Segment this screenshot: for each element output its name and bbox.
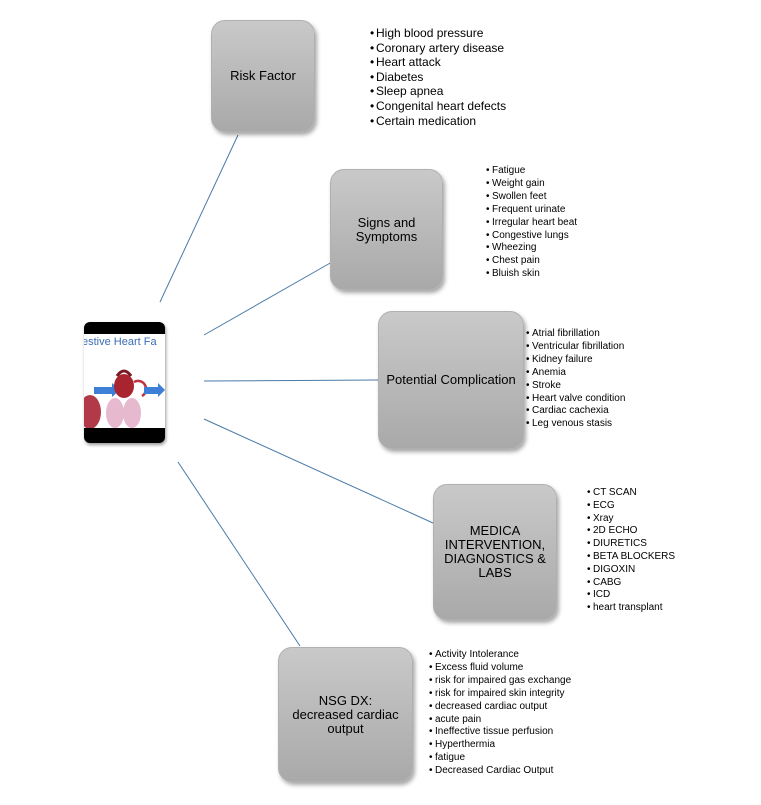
list-item: Ventricular fibrillation — [526, 341, 625, 354]
connector-signs — [203, 261, 333, 336]
list-item: Heart attack — [370, 55, 506, 70]
list-item: Coronary artery disease — [370, 41, 506, 56]
list-item: Frequent urinate — [486, 204, 577, 217]
list-item: 2D ECHO — [587, 525, 675, 538]
list-item: Wheezing — [486, 242, 577, 255]
list-item: High blood pressure — [370, 26, 506, 41]
nsg-dx-list: Activity Intolerance Excess fluid volume… — [429, 649, 571, 778]
list-item: CABG — [587, 577, 675, 590]
node-potential-complication: Potential Complication — [378, 311, 524, 449]
central-heart-image: estive Heart Fa — [84, 322, 165, 443]
list-item: Excess fluid volume — [429, 662, 571, 675]
list-item: Certain medication — [370, 114, 506, 129]
list-item: Irregular heart beat — [486, 217, 577, 230]
list-item: ICD — [587, 589, 675, 602]
list-item: acute pain — [429, 714, 571, 727]
list-item: Fatigue — [486, 165, 577, 178]
risk-factor-list: High blood pressure Coronary artery dise… — [370, 26, 506, 128]
signs-symptoms-list: Fatigue Weight gain Swollen feet Frequen… — [486, 165, 577, 281]
list-item: risk for impaired skin integrity — [429, 688, 571, 701]
list-item: Kidney failure — [526, 354, 625, 367]
list-item: Hyperthermia — [429, 739, 571, 752]
connector-nsg — [177, 461, 301, 647]
node-signs-symptoms: Signs and Symptoms — [330, 169, 443, 290]
list-item: CT SCAN — [587, 487, 675, 500]
list-item: Weight gain — [486, 178, 577, 191]
list-item: Atrial fibrillation — [526, 328, 625, 341]
list-item: decreased cardiac output — [429, 701, 571, 714]
list-item: BETA BLOCKERS — [587, 551, 675, 564]
list-item: heart transplant — [587, 602, 675, 615]
list-item: Ineffective tissue perfusion — [429, 726, 571, 739]
connector-medical — [203, 418, 434, 524]
potential-complication-list: Atrial fibrillation Ventricular fibrilla… — [526, 328, 625, 431]
list-item: Stroke — [526, 380, 625, 393]
list-item: ECG — [587, 500, 675, 513]
heart-lungs-illustration — [84, 369, 165, 428]
list-item: Activity Intolerance — [429, 649, 571, 662]
medical-intervention-list: CT SCAN ECG Xray 2D ECHO DIURETICS BETA … — [587, 487, 675, 615]
node-medical-intervention: MEDICA INTERVENTION, DIAGNOSTICS & LABS — [433, 484, 557, 620]
list-item: Xray — [587, 513, 675, 526]
list-item: Bluish skin — [486, 268, 577, 281]
list-item: Swollen feet — [486, 191, 577, 204]
list-item: risk for impaired gas exchange — [429, 675, 571, 688]
list-item: Congenital heart defects — [370, 99, 506, 114]
list-item: Congestive lungs — [486, 230, 577, 243]
connector-complication — [203, 379, 379, 382]
list-item: Heart valve condition — [526, 393, 625, 406]
list-item: Leg venous stasis — [526, 418, 625, 431]
list-item: Cardiac cachexia — [526, 405, 625, 418]
list-item: Diabetes — [370, 70, 506, 85]
central-image-caption: estive Heart Fa — [84, 336, 157, 348]
node-risk-factor: Risk Factor — [211, 20, 315, 132]
list-item: Anemia — [526, 367, 625, 380]
node-nsg-dx-title: NSG DX: decreased cardiac output — [292, 692, 399, 736]
node-signs-symptoms-title: Signs and Symptoms — [355, 214, 418, 244]
node-medical-intervention-title: MEDICA INTERVENTION, DIAGNOSTICS & LABS — [444, 523, 546, 580]
node-nsg-dx: NSG DX: decreased cardiac output — [278, 647, 413, 782]
list-item: Decreased Cardiac Output — [429, 765, 571, 778]
list-item: Chest pain — [486, 255, 577, 268]
list-item: Sleep apnea — [370, 84, 506, 99]
node-potential-complication-title: Potential Complication — [386, 372, 516, 387]
list-item: fatigue — [429, 752, 571, 765]
node-risk-factor-title: Risk Factor — [230, 68, 296, 83]
connector-risk — [159, 134, 239, 303]
list-item: DIURETICS — [587, 538, 675, 551]
list-item: DIGOXIN — [587, 564, 675, 577]
